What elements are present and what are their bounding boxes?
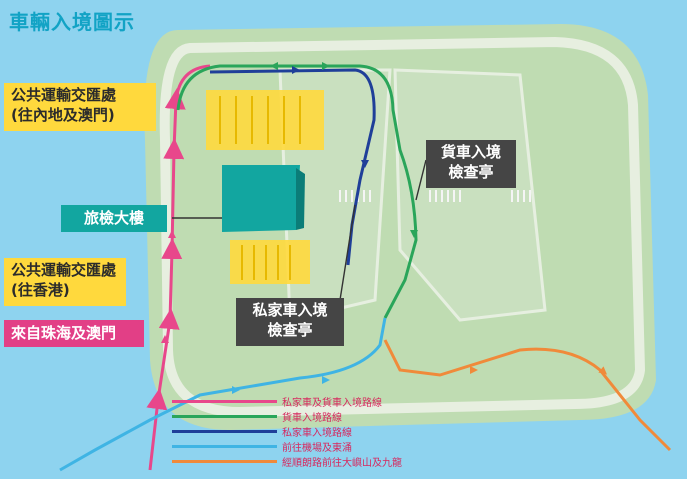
legend-row-private: 私家車入境路線 [172, 423, 472, 439]
label-private-car-line2: 檢查亭 [267, 321, 313, 339]
route-arrow-markers [161, 62, 608, 394]
map-title: 車輛入境圖示 [9, 10, 135, 34]
legend-swatch-blue-arrow-icon [172, 430, 277, 433]
legend-swatch-green-arrow-icon [172, 415, 277, 418]
goods-lane-area [393, 68, 547, 322]
label-transport-mainland-line1: 公共運輸交匯處 [11, 86, 117, 104]
transport-hub-hk-area [230, 240, 310, 284]
label-private-car-booth: 私家車入境 檢查亭 [236, 298, 344, 346]
route-legend: 私家車及貨車入境路線 貨車入境路線 私家車入境路線 前往機場及東涌 經順朗路前往… [172, 393, 472, 469]
label-from-zhuhai-macao: 來自珠海及澳門 [4, 320, 144, 347]
transport-hub-mainland-area [206, 90, 324, 150]
leader-goods-booth [415, 159, 427, 201]
label-transport-mainland-line2: (往內地及澳門) [11, 106, 115, 124]
legend-swatch-orange-arrow-icon [172, 460, 277, 463]
route-lantau-kowloon [383, 339, 672, 452]
legend-row-goods: 貨車入境路線 [172, 408, 472, 424]
legend-label: 私家車及貨車入境路線 [282, 398, 382, 409]
leader-private-booth [339, 204, 356, 301]
label-goods-vehicle-line1: 貨車入境 [440, 143, 501, 161]
legend-row-airport: 前往機場及東涌 [172, 438, 472, 454]
legend-label: 經順朗路前往大嶼山及九龍 [282, 458, 402, 469]
legend-row-lantau-kowloon: 經順朗路前往大嶼山及九龍 [172, 453, 472, 469]
passenger-building-block [222, 165, 300, 232]
label-goods-vehicle-booth: 貨車入境 檢查亭 [426, 140, 516, 188]
route-airport-tungchung [59, 317, 387, 472]
label-transport-hk-line1: 公共運輸交匯處 [11, 261, 117, 279]
label-passenger-building: 旅檢大樓 [61, 205, 167, 232]
legend-label: 貨車入境路線 [282, 413, 342, 424]
label-goods-vehicle-line2: 檢查亭 [448, 163, 494, 181]
legend-label: 前往機場及東涌 [282, 443, 352, 454]
label-private-car-line1: 私家車入境 [252, 301, 328, 319]
legend-swatch-pink-arrow-icon [172, 400, 277, 403]
legend-row-private-and-goods: 私家車及貨車入境路線 [172, 393, 472, 409]
route-goods [176, 64, 418, 319]
route-private-and-goods [146, 64, 211, 471]
label-transport-hk-line2: (往香港) [11, 281, 70, 299]
label-transport-mainland: 公共運輸交匯處 (往內地及澳門) [4, 83, 156, 131]
legend-label: 私家車入境路線 [282, 428, 352, 439]
legend-swatch-cyan-arrow-icon [172, 445, 277, 448]
label-transport-hk: 公共運輸交匯處 (往香港) [4, 258, 126, 306]
